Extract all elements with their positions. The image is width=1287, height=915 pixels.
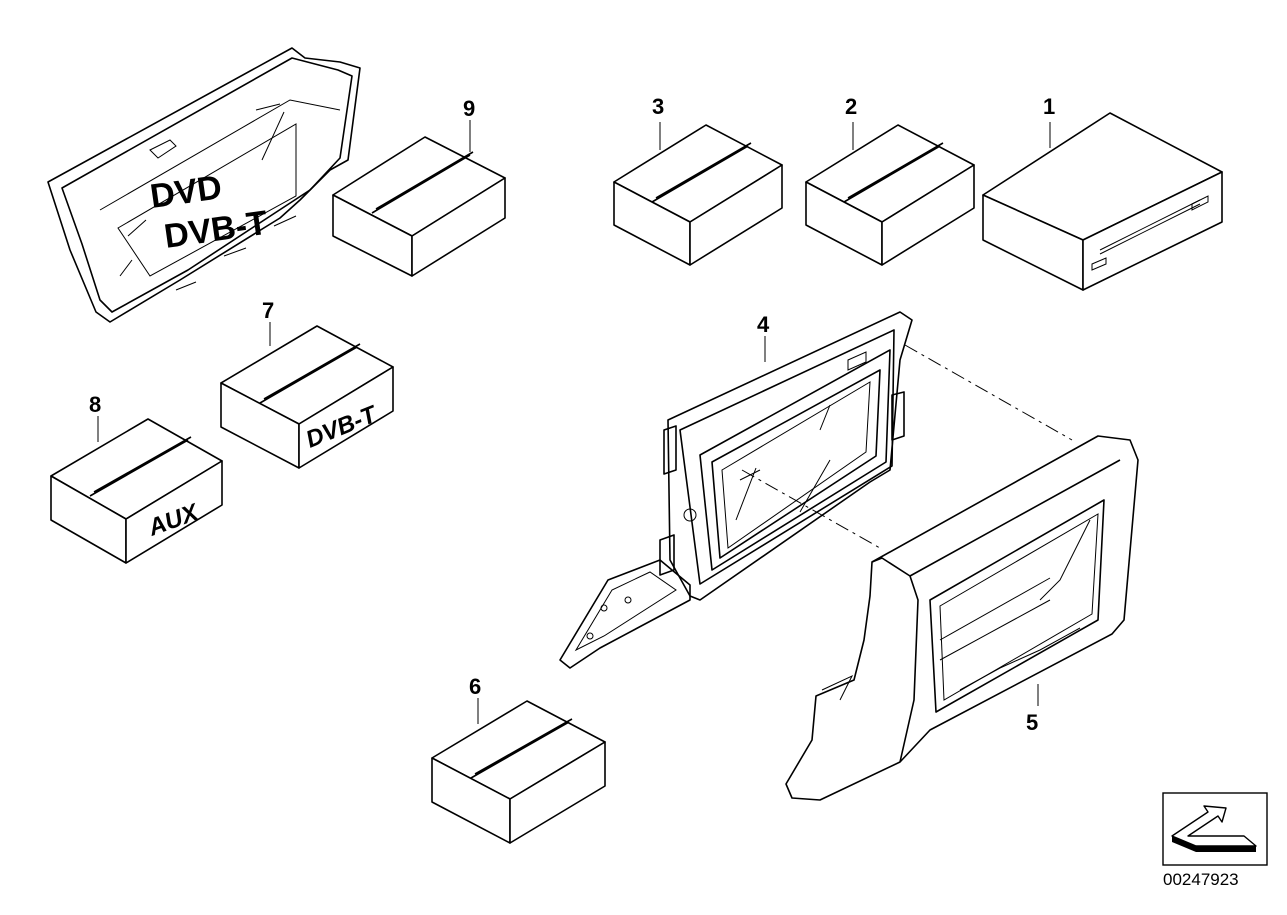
callout-9: 9	[463, 96, 475, 121]
document-number: 00247923	[1163, 870, 1239, 889]
callout-8: 8	[89, 392, 101, 417]
trim-frame-5	[785, 435, 1139, 801]
mounting-bracket-4	[559, 311, 913, 669]
box-3	[613, 122, 783, 266]
box-2	[805, 122, 975, 266]
callout-7: 7	[262, 298, 274, 323]
callout-1: 1	[1043, 94, 1055, 119]
callout-6: 6	[469, 674, 481, 699]
display-screen: DVD DVB-T	[47, 47, 361, 323]
arrow-icon	[1171, 805, 1257, 852]
box-8: AUX	[50, 416, 223, 564]
drive-unit-1	[982, 112, 1223, 291]
box-6	[431, 698, 606, 844]
callout-4: 4	[757, 312, 770, 337]
callout-2: 2	[845, 94, 857, 119]
box-9	[332, 120, 506, 277]
alignment-lines	[741, 344, 1073, 549]
orientation-frame	[1162, 792, 1268, 866]
callout-3: 3	[652, 94, 664, 119]
callout-5: 5	[1026, 710, 1038, 735]
box-7: DVB-T	[220, 322, 394, 469]
